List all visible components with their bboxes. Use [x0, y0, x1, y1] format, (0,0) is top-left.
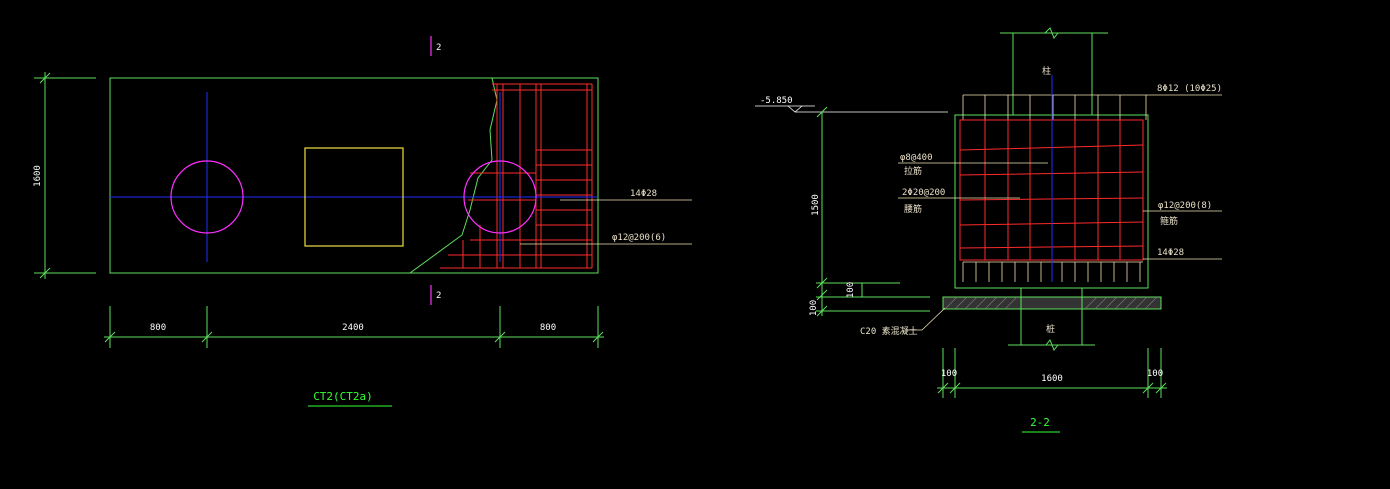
plan-title: CT2(CT2a) — [313, 390, 373, 403]
plan-view: 2 2 1600 800 2400 800 14Φ28 — [33, 36, 692, 407]
section-dim-width-label: 1600 — [1041, 374, 1063, 384]
pile-cap-outline — [109, 77, 599, 274]
section-top-bars — [962, 94, 1222, 120]
section-dim-height — [816, 106, 930, 317]
plan-dim-middle: 2400 — [342, 323, 364, 333]
section-rebar-cage — [959, 119, 1144, 261]
plan-dim-left: 800 — [150, 323, 166, 333]
section-column-label: 柱 — [1042, 65, 1051, 77]
section-mark-bottom-label: 2 — [436, 291, 441, 301]
section-dim-width — [937, 348, 1167, 398]
section-label-side-note: 腰筋 — [904, 203, 922, 215]
section-dim-side-right: 100 — [1147, 369, 1163, 379]
section-label-col-tie: φ8@400 — [900, 153, 933, 163]
elevation-label: -5.850 — [760, 96, 793, 106]
plan-label-bars-main: 14Φ28 — [630, 189, 657, 199]
section-label-stirrup-note: 箍筋 — [1160, 215, 1178, 227]
pile-left — [170, 160, 244, 234]
column-footprint — [304, 147, 404, 247]
section-dim-height-label: 1500 — [811, 194, 821, 216]
section-pile — [1008, 287, 1095, 351]
leader-concrete — [905, 307, 946, 331]
section-label-bottom-bars: 14Φ28 — [1157, 248, 1184, 258]
section-dim-cover-top: 100 — [846, 282, 856, 298]
section-title: 2-2 — [1030, 416, 1050, 429]
concrete-hatch — [944, 296, 1158, 310]
plan-label-stirrups: φ12@200(6) — [612, 233, 666, 243]
concrete-pad — [942, 296, 1162, 310]
section-label-concrete: C20 素混凝土 — [860, 325, 918, 337]
section-label-top-bars: 8Φ12 (10Φ25) — [1157, 84, 1222, 94]
section-dim-side-left: 100 — [941, 369, 957, 379]
plan-dim-height — [34, 72, 96, 279]
section-label-stirrup: φ12@200(8) — [1158, 201, 1212, 211]
section-pile-label: 桩 — [1046, 323, 1055, 335]
section-mark-top-label: 2 — [436, 43, 441, 53]
elevation-marker — [755, 105, 948, 113]
plan-rebar-grid — [440, 83, 593, 269]
plan-dim-height-label: 1600 — [33, 165, 43, 187]
section-view: 柱 8Φ12 (10Φ25) — [755, 27, 1222, 433]
section-column — [1000, 27, 1108, 115]
section-label-col-tie-note: 拉筋 — [904, 165, 922, 177]
section-dim-cover-bottom: 100 — [809, 300, 819, 316]
section-label-side-bars: 2Φ20@200 — [902, 188, 945, 198]
break-line — [409, 77, 498, 274]
section-bottom-bars — [962, 261, 1143, 282]
plan-dim-widths — [104, 306, 604, 348]
plan-dim-right: 800 — [540, 323, 556, 333]
pile-right — [463, 160, 537, 234]
